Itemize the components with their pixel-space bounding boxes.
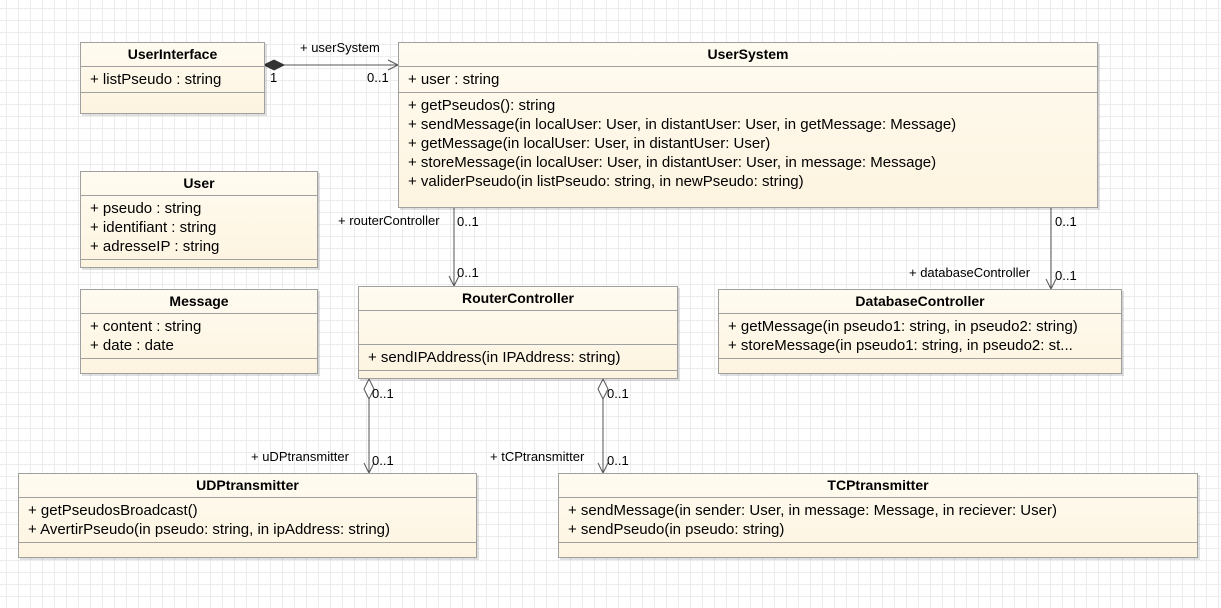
class-name: TCPtransmitter xyxy=(559,474,1197,498)
operation: + storeMessage(in pseudo1: string, in ps… xyxy=(728,337,1073,354)
extra-compartment xyxy=(19,543,476,555)
attribute: + identifiant : string xyxy=(90,219,217,236)
mult-router-src: 0..1 xyxy=(457,214,479,229)
extra-compartment xyxy=(719,359,1121,371)
extra-compartment xyxy=(359,371,677,383)
operations-compartment: + getPseudos(): string + sendMessage(in … xyxy=(399,93,1097,194)
operations-compartment: + sendMessage(in sender: User, in messag… xyxy=(559,498,1197,543)
mult-user-interface: 1 xyxy=(270,70,278,85)
class-user-interface[interactable]: UserInterface + listPseudo : string xyxy=(80,42,265,114)
role-database-controller: + databaseController xyxy=(909,265,1031,280)
operation: + sendMessage(in sender: User, in messag… xyxy=(568,502,1057,519)
class-user-system[interactable]: UserSystem + user : string + getPseudos(… xyxy=(398,42,1098,208)
operation: + storeMessage(in localUser: User, in di… xyxy=(408,154,937,171)
mult-tcp-dst: 0..1 xyxy=(607,453,629,468)
operation: + getMessage(in pseudo1: string, in pseu… xyxy=(728,318,1078,335)
attribute: + listPseudo : string xyxy=(90,71,222,88)
mult-tcp-src: 0..1 xyxy=(607,386,629,401)
class-database-controller[interactable]: DatabaseController + getMessage(in pseud… xyxy=(718,289,1122,374)
operation: + sendPseudo(in pseudo: string) xyxy=(568,521,785,538)
operations-compartment xyxy=(81,359,317,371)
operation: + getPseudosBroadcast() xyxy=(28,502,198,519)
attributes-compartment: + user : string xyxy=(399,67,1097,93)
attribute: + date : date xyxy=(90,337,174,354)
attribute: + content : string xyxy=(90,318,202,335)
aggregation-diamond-udp xyxy=(363,377,375,401)
operations-compartment: + getMessage(in pseudo1: string, in pseu… xyxy=(719,314,1121,359)
class-name: DatabaseController xyxy=(719,290,1121,314)
role-udp-transmitter: + uDPtransmitter xyxy=(251,449,349,464)
class-name: UDPtransmitter xyxy=(19,474,476,498)
operation: + AvertirPseudo(in pseudo: string, in ip… xyxy=(28,521,390,538)
operation: + getPseudos(): string xyxy=(408,97,556,114)
attribute: + adresseIP : string xyxy=(90,238,220,255)
mult-udp-dst: 0..1 xyxy=(372,453,394,468)
mult-database-dst: 0..1 xyxy=(1055,268,1077,283)
extra-compartment xyxy=(559,543,1197,555)
role-router-controller: + routerController xyxy=(338,213,440,228)
class-name: Message xyxy=(81,290,317,314)
class-name: UserSystem xyxy=(399,43,1097,67)
class-tcp-transmitter[interactable]: TCPtransmitter + sendMessage(in sender: … xyxy=(558,473,1198,558)
attributes-compartment: + listPseudo : string xyxy=(81,67,264,93)
operation: + getMessage(in localUser: User, in dist… xyxy=(408,135,771,152)
operation: + sendMessage(in localUser: User, in dis… xyxy=(408,116,957,133)
attributes-compartment xyxy=(359,311,677,345)
role-tcp-transmitter: + tCPtransmitter xyxy=(490,449,585,464)
operations-compartment xyxy=(81,260,317,272)
mult-database-src: 0..1 xyxy=(1055,214,1077,229)
attribute: + user : string xyxy=(408,71,500,88)
mult-udp-src: 0..1 xyxy=(372,386,394,401)
operations-compartment: + sendIPAddress(in IPAddress: string) xyxy=(359,345,677,371)
class-message[interactable]: Message + content : string + date : date xyxy=(80,289,318,374)
operations-compartment xyxy=(81,93,264,105)
class-name: RouterController xyxy=(359,287,677,311)
composition-diamond xyxy=(262,59,286,71)
class-name: UserInterface xyxy=(81,43,264,67)
operations-compartment: + getPseudosBroadcast() + AvertirPseudo(… xyxy=(19,498,476,543)
class-udp-transmitter[interactable]: UDPtransmitter + getPseudosBroadcast() +… xyxy=(18,473,477,558)
attributes-compartment: + content : string + date : date xyxy=(81,314,317,359)
aggregation-diamond-tcp xyxy=(597,377,609,401)
attributes-compartment: + pseudo : string + identifiant : string… xyxy=(81,196,317,260)
operation: + validerPseudo(in listPseudo: string, i… xyxy=(408,173,804,190)
class-router-controller[interactable]: RouterController + sendIPAddress(in IPAd… xyxy=(358,286,678,379)
mult-user-system: 0..1 xyxy=(367,70,389,85)
class-user[interactable]: User + pseudo : string + identifiant : s… xyxy=(80,171,318,268)
attribute: + pseudo : string xyxy=(90,200,202,217)
mult-router-dst: 0..1 xyxy=(457,265,479,280)
operation: + sendIPAddress(in IPAddress: string) xyxy=(368,349,621,366)
role-user-system: + userSystem xyxy=(300,40,380,55)
class-name: User xyxy=(81,172,317,196)
